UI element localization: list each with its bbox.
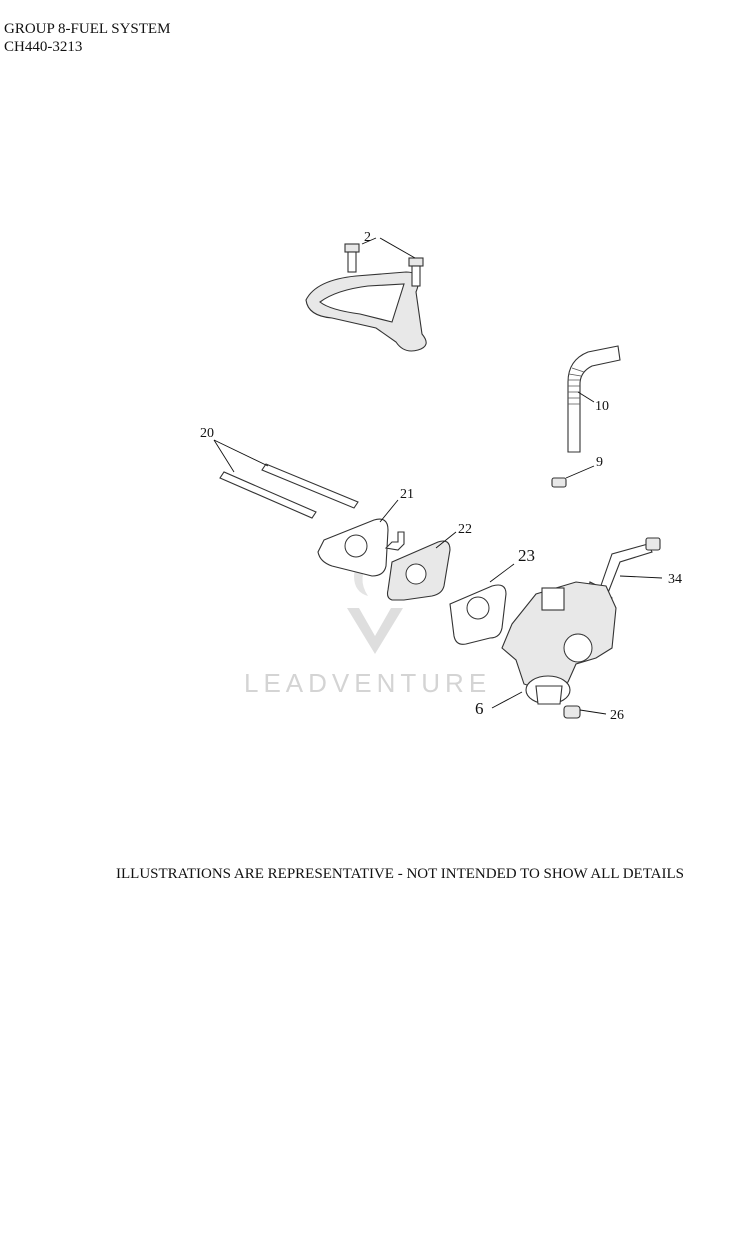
carb-bore [563,633,593,663]
callout-6: 6 [475,699,484,718]
gasket-21-hole [344,534,368,558]
callout-9: 9 [596,455,603,470]
diagram-title: GROUP 8-FUEL SYSTEM [4,21,171,37]
callout-34: 34 [668,572,682,587]
callout-26: 26 [610,708,624,723]
part-23-gasket: 23 [449,546,535,645]
spacer-hole [405,563,427,585]
leader-20a [213,439,235,473]
leader-10 [577,391,595,403]
callout-23: 23 [518,546,535,565]
bolt-head-right [408,257,424,267]
part-2-bracket-and-bolts: 2 [305,230,427,352]
leader-2b [379,237,416,259]
v-logo-icon [347,608,403,654]
leader-21 [379,499,399,523]
clamp-shape [551,477,567,488]
leader-23 [489,563,515,583]
bolt-shank-left [347,251,357,273]
callout-10: 10 [595,399,609,414]
spacer-tab [384,531,405,551]
carb-bowl-base [535,685,563,705]
leader-9 [565,465,595,479]
part-21-gasket: 21 [317,487,414,577]
leader-22 [435,531,457,549]
bolt-head-left [344,243,360,253]
stud-lower [219,471,317,519]
leader-26 [579,709,607,715]
carb-top-block [541,587,565,611]
part-26-screw: 26 [563,705,624,723]
callout-20: 20 [200,426,214,441]
hose-body [567,345,621,453]
part-10-fuel-hose: 10 [567,345,621,453]
leader-2a [361,237,377,245]
leader-6 [491,691,523,709]
part-20-studs: 20 [200,426,359,519]
part-22-spacer: 22 [384,522,472,601]
disclaimer-note: ILLUSTRATIONS ARE REPRESENTATIVE - NOT I… [116,866,684,882]
bracket-opening [319,283,405,323]
bolt-shank-right [411,265,421,287]
hose-ribs [568,367,585,405]
callout-21: 21 [400,487,414,502]
callout-22: 22 [458,522,472,537]
gasket-23-hole [466,596,490,620]
model-number: CH440-3213 [4,39,83,55]
lever-knob [645,537,661,551]
watermark-text: LEADVENTURE [244,668,491,698]
leadventure-watermark: LEADVENTURE [244,560,491,698]
stud-upper [261,463,359,509]
screw-head [563,705,581,719]
part-9-clamp: 9 [551,455,603,488]
part-6-carburetor: 6 [475,581,617,718]
callout-2: 2 [364,230,371,245]
carb-body [501,581,617,693]
leader-34 [619,575,663,579]
leader-20b [213,439,269,467]
